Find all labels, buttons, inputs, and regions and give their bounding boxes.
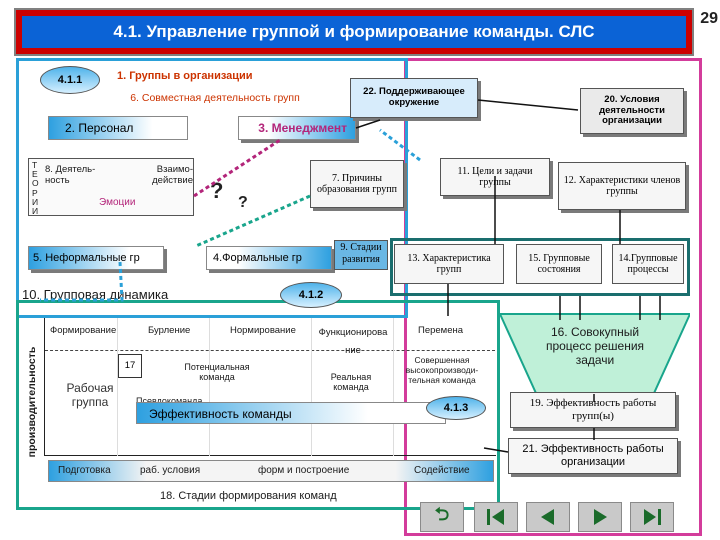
group-chars-box: 13. Характеристика групп <box>394 244 504 284</box>
dotted-arrow-teal <box>195 194 311 248</box>
bottom-stage-label: Содействие <box>414 465 470 476</box>
last-button[interactable] <box>630 502 674 532</box>
page-title: 4.1. Управление группой и формирование к… <box>22 16 686 48</box>
theories-vertical-label: Т Е О Р И И <box>32 160 39 216</box>
bottom-stage-label: форм и построение <box>258 465 350 476</box>
activity-label: 8. Деятель-ность <box>45 164 96 186</box>
groups-in-org-label: 1. Группы в организации <box>117 70 253 82</box>
bottom-stage-label: Подготовка <box>58 465 111 476</box>
dynamics-frame <box>16 300 500 510</box>
stage-divider <box>311 318 312 456</box>
formal-groups-box: 4.Формальные гр <box>206 246 332 270</box>
emotions-label: Эмоции <box>99 197 136 208</box>
dynamics-chart <box>44 318 496 456</box>
title-bar: 4.1. Управление группой и формирование к… <box>14 8 694 56</box>
chart-dashed-line <box>45 350 495 351</box>
stage-label: Бурление <box>148 325 191 336</box>
last-icon <box>644 509 661 525</box>
group-processes-box: 14.Групповые процессы <box>612 244 684 284</box>
theories-box: Т Е О Р И И 8. Деятель-ность Взаимо-дейс… <box>28 158 194 216</box>
group-efficiency-box: 19. Эффективность работы групп(ы) <box>510 392 676 428</box>
joint-activity-label: 6. Совместная деятельность групп <box>130 92 300 104</box>
dotted-arrow-pink <box>193 138 281 198</box>
stage-divider <box>393 318 394 456</box>
bottom-stage-label: раб. условия <box>140 465 201 476</box>
next-icon <box>594 509 607 525</box>
dynamics-title: 10. Групповая динамика <box>22 287 169 302</box>
interaction-label: Взаимо-действие <box>152 164 193 186</box>
first-button[interactable] <box>474 502 518 532</box>
pseudo-team-label: Псевдокоманда <box>136 396 203 406</box>
question-mark-2: ? <box>238 194 248 211</box>
member-chars-box: 12. Характеристики членов группы <box>558 162 686 210</box>
connector-line <box>483 447 509 453</box>
characteristics-frame <box>390 238 690 296</box>
prev-icon <box>541 509 554 525</box>
stage-label: Формирование <box>50 325 117 336</box>
stage-label: Нормирование <box>230 325 296 336</box>
left-top-frame <box>16 58 408 318</box>
personnel-box: 2. Персонал <box>48 116 188 140</box>
informal-groups-box: 5. Неформальные гр <box>28 246 164 270</box>
real-team-label: Реальная команда <box>330 372 372 393</box>
dotted-arrow-blue <box>379 128 421 162</box>
section-oval-411: 4.1.1 <box>40 66 100 94</box>
team-efficiency-bar: Эффективность команды <box>136 402 446 424</box>
conditions-box: 20. Условия деятельности организации <box>580 88 684 134</box>
working-group-label: Рабочая группа <box>66 381 114 409</box>
supporting-env-box: 22. Поддерживающее окружение <box>350 78 478 118</box>
group-states-box: 15. Групповые состояния <box>516 244 602 284</box>
return-icon: ⮌ <box>434 504 450 524</box>
connector-line <box>477 99 579 111</box>
dotted-arrow-blue-2 <box>40 261 124 302</box>
perfect-team-label: Совершенная высокопроизводи-тельная кома… <box>405 355 479 385</box>
section-oval-413: 4.1.3 <box>426 396 486 420</box>
reasons-box: 7. Причины образования групп <box>310 160 404 208</box>
management-box: 3. Менеджмент <box>238 116 356 140</box>
stage-divider <box>117 318 118 456</box>
section-oval-412: 4.1.2 <box>280 282 342 308</box>
marker-17: 17 <box>118 354 142 378</box>
org-efficiency-box: 21. Эффективность работы организации <box>508 438 678 474</box>
prev-button[interactable] <box>526 502 570 532</box>
page-number: 29 <box>700 10 718 27</box>
next-button[interactable] <box>578 502 622 532</box>
connector-line <box>355 119 381 129</box>
first-icon <box>487 509 504 525</box>
caption-18: 18. Стадии формирования команд <box>160 490 337 502</box>
potential-team-label: Потенциальная команда <box>184 362 250 383</box>
return-button[interactable]: ⮌ <box>420 502 464 532</box>
stage-label: Функционирова ние <box>318 327 388 357</box>
joint-process-label: 16. Совокупный процесс решения задачи <box>545 325 645 367</box>
stage-divider <box>209 318 210 456</box>
stages-box: 9. Стадии развития <box>334 240 388 270</box>
bottom-stage-bar <box>48 460 494 482</box>
stage-label: Перемена <box>418 325 464 336</box>
